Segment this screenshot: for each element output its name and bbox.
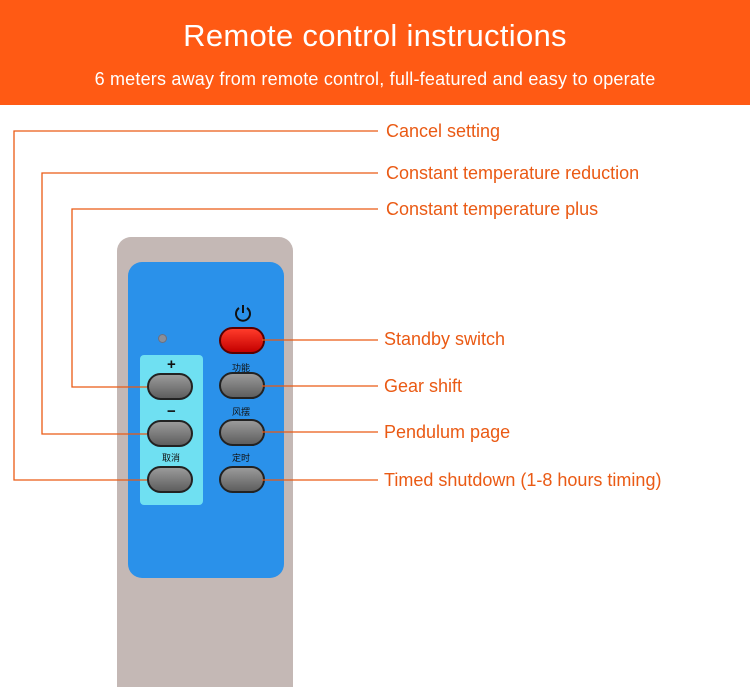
gear-shift-button[interactable] [219,372,265,399]
line-plus [71,208,378,388]
wind-label: 风摆 [231,407,250,417]
cancel-label: 取消 [161,453,180,463]
header-banner: Remote control instructions 6 meters awa… [0,0,750,105]
label-pendulum-page: Pendulum page [384,422,511,442]
label-temp-reduction: Constant temperature reduction [386,163,640,183]
minus-symbol: − [167,403,176,420]
label-temp-plus: Constant temperature plus [386,199,599,219]
line-reduction [41,172,378,435]
temp-plus-button[interactable] [147,373,193,400]
page-title: Remote control instructions [183,18,567,53]
cancel-button[interactable] [147,466,193,493]
indicator-light [158,334,167,343]
power-icon [235,305,251,322]
function-label: 功能 [231,363,250,373]
temp-minus-button[interactable] [147,420,193,447]
pendulum-button[interactable] [219,419,265,446]
plus-symbol: + [167,356,176,373]
timer-label: 定时 [231,453,250,463]
page-subtitle: 6 meters away from remote control, full-… [94,69,656,89]
label-cancel-setting: Cancel setting [386,121,501,141]
label-timed-shutdown: Timed shutdown (1-8 hours timing) [384,470,662,490]
line-cancel [13,130,378,481]
label-gear-shift: Gear shift [384,376,463,396]
label-standby-switch: Standby switch [384,329,506,349]
standby-button[interactable] [219,327,265,354]
